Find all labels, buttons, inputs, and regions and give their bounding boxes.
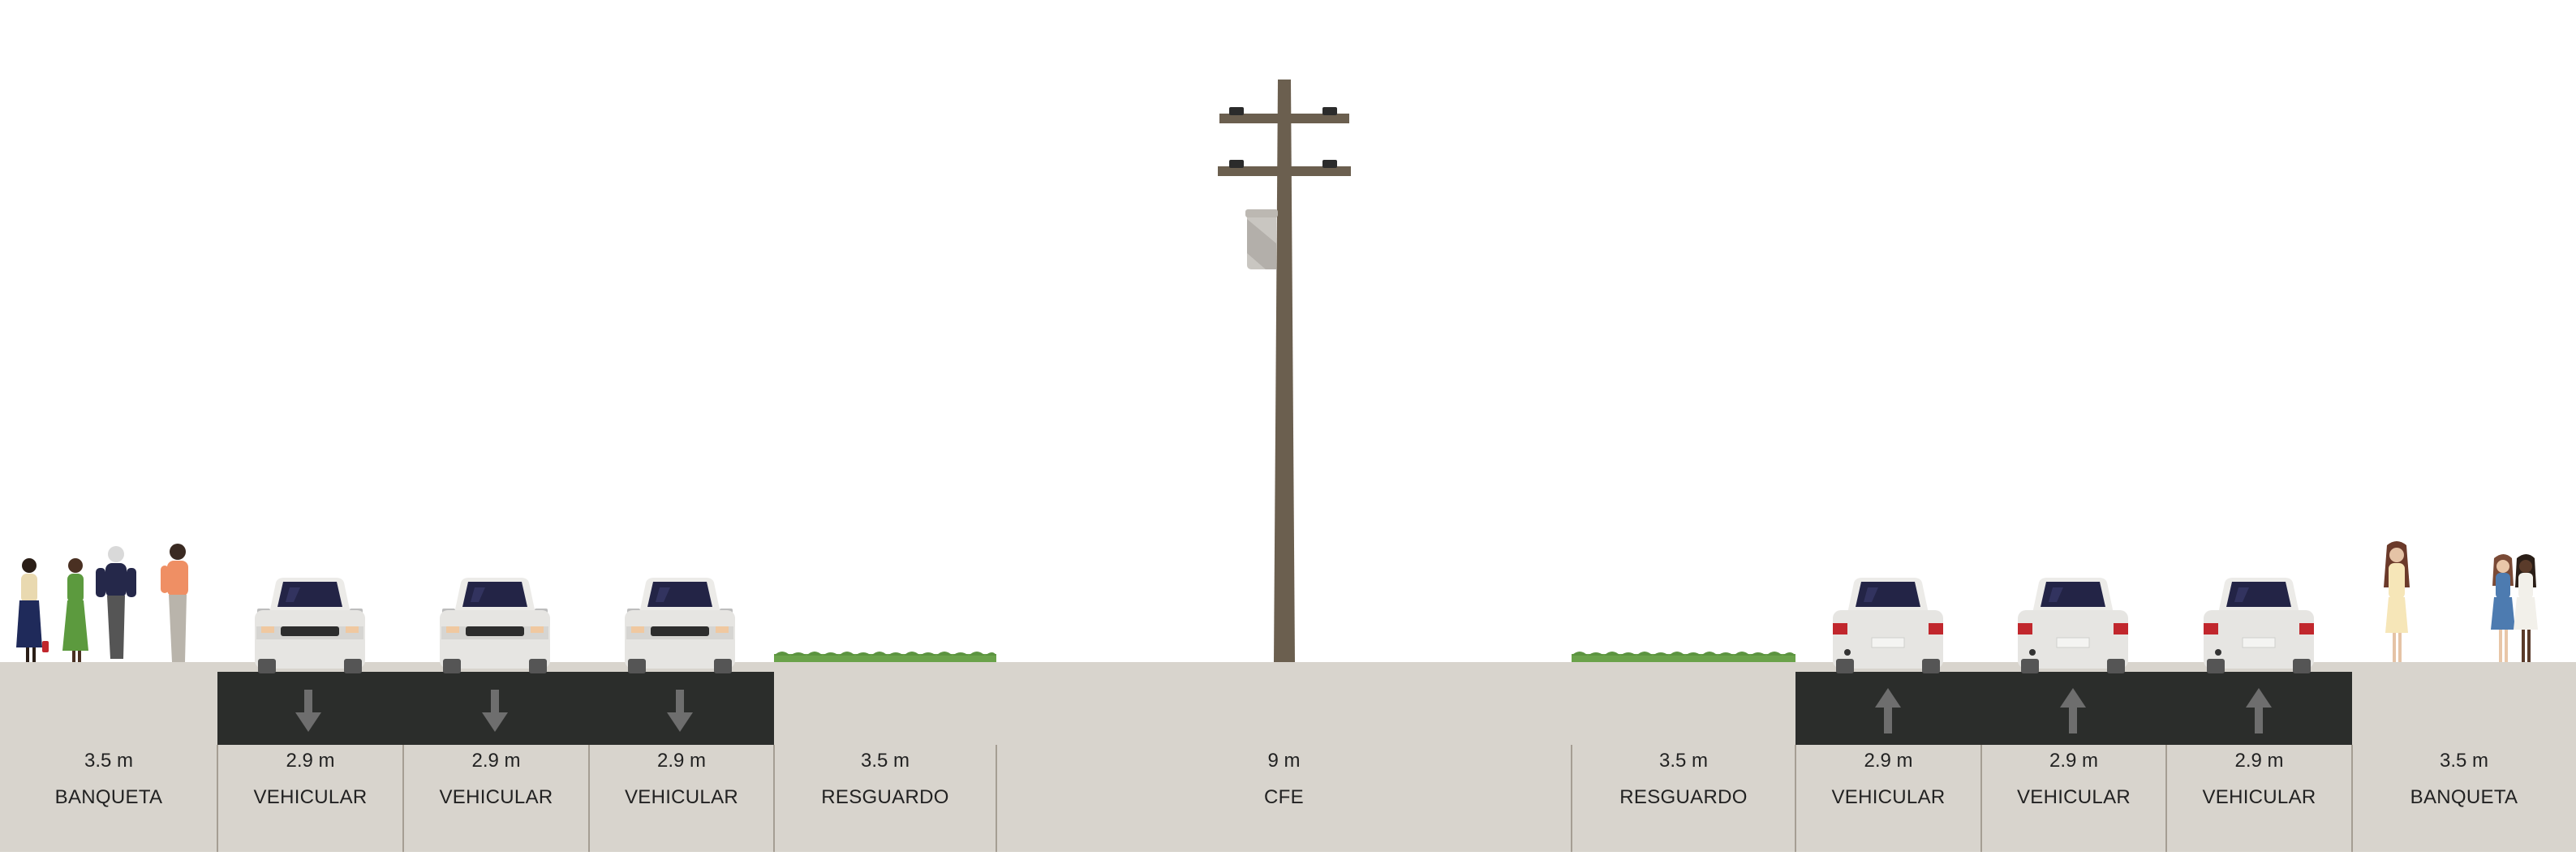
- car-rear-icon: [2017, 577, 2129, 674]
- segment-name: VEHICULAR: [1831, 786, 1946, 808]
- segment-width: 2.9 m: [2049, 750, 2099, 772]
- utility-pole: [1218, 80, 1351, 662]
- segment-label-utility-pole: 9 m CFE: [996, 745, 1572, 818]
- segment-label-lane: 2.9 m VEHICULAR: [589, 745, 774, 818]
- segment-divider: [996, 745, 997, 852]
- car-rear-icon: [2203, 577, 2315, 674]
- grass-strip: [774, 652, 996, 662]
- arrow-down-icon: [667, 690, 693, 732]
- segment-width: 2.9 m: [1864, 750, 1913, 772]
- segment-divider: [2351, 745, 2353, 852]
- car-front-icon: [255, 578, 365, 673]
- segment-divider: [1795, 745, 1796, 852]
- segment-divider: [1571, 745, 1572, 852]
- arrow-down-icon: [482, 690, 508, 732]
- arrow-down-icon: [295, 690, 321, 732]
- segment-divider: [217, 745, 218, 852]
- segment-label-sidewalk: 3.5 m BANQUETA: [0, 745, 217, 818]
- car-rear-icon: [1832, 577, 1944, 674]
- segment-divider: [1980, 745, 1982, 852]
- segment-width: 3.5 m: [1658, 750, 1709, 772]
- arrow-up-icon: [1875, 688, 1901, 733]
- pedestrian-group-left: [16, 544, 188, 662]
- segment-name: VEHICULAR: [439, 786, 553, 808]
- segment-name: CFE: [1264, 786, 1304, 808]
- segment-label-buffer: 3.5 m RESGUARDO: [774, 745, 996, 818]
- segment-label-lane: 2.9 m VEHICULAR: [1981, 745, 2166, 818]
- car-front-icon: [440, 578, 550, 673]
- car-front-icon: [625, 578, 735, 673]
- segment-name: VEHICULAR: [2202, 786, 2316, 808]
- segment-width: 2.9 m: [471, 750, 521, 772]
- segment-label-lane: 2.9 m VEHICULAR: [2166, 745, 2352, 818]
- segment-name: RESGUARDO: [1619, 786, 1748, 808]
- segment-name: VEHICULAR: [2016, 786, 2131, 808]
- transformer-icon: [1245, 209, 1278, 269]
- segment-width: 2.9 m: [2234, 750, 2284, 772]
- segment-width: 3.5 m: [84, 750, 134, 772]
- segment-label-sidewalk: 3.5 m BANQUETA: [2352, 745, 2576, 818]
- segment-divider: [588, 745, 590, 852]
- arrow-up-icon: [2246, 688, 2272, 733]
- segment-label-buffer: 3.5 m RESGUARDO: [1572, 745, 1795, 818]
- segment-width: 3.5 m: [2439, 750, 2489, 772]
- segment-width: 3.5 m: [860, 750, 910, 772]
- segment-label-lane: 2.9 m VEHICULAR: [403, 745, 589, 818]
- pedestrian-group-right: [2384, 541, 2538, 662]
- segment-name: VEHICULAR: [624, 786, 739, 808]
- segment-divider: [402, 745, 404, 852]
- segment-label-lane: 2.9 m VEHICULAR: [217, 745, 403, 818]
- segment-divider: [773, 745, 775, 852]
- segment-width: 2.9 m: [286, 750, 335, 772]
- segment-width: 9 m: [1267, 750, 1301, 772]
- grass-strip: [1572, 652, 1795, 662]
- segment-label-lane: 2.9 m VEHICULAR: [1795, 745, 1981, 818]
- arrow-up-icon: [2060, 688, 2086, 733]
- segment-name: RESGUARDO: [821, 786, 949, 808]
- segment-name: VEHICULAR: [253, 786, 368, 808]
- segment-name: BANQUETA: [54, 786, 163, 808]
- segment-width: 2.9 m: [656, 750, 707, 772]
- segment-divider: [2165, 745, 2167, 852]
- segment-name: BANQUETA: [2410, 786, 2518, 808]
